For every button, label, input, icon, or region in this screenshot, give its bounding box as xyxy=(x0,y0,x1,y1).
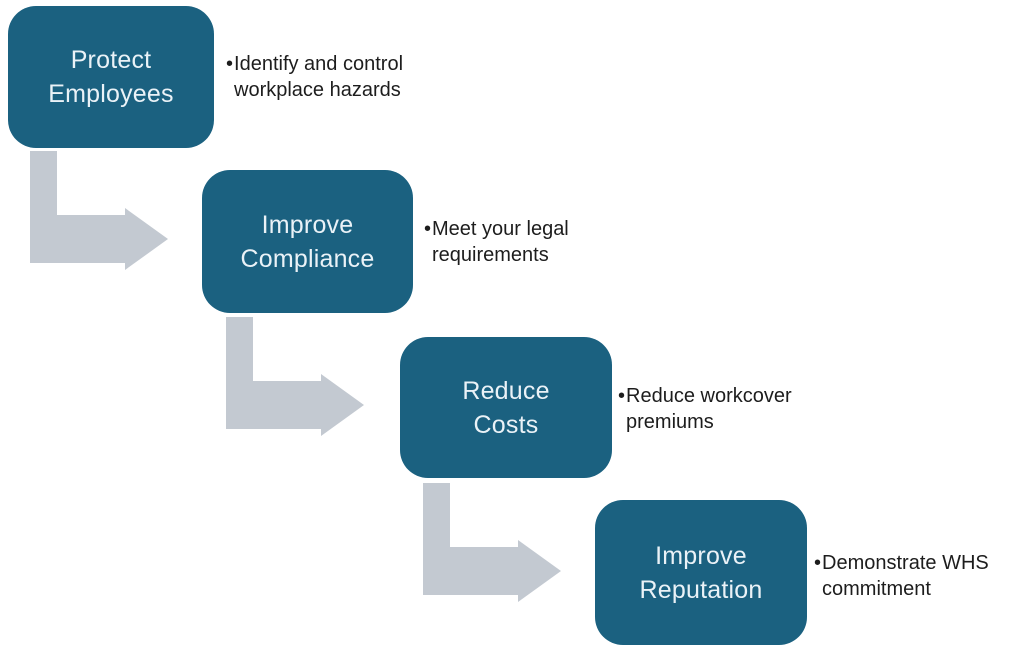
elbow-arrow-icon xyxy=(423,483,561,609)
step-bullet-protect-employees: • Identify and control workplace hazards xyxy=(226,51,403,103)
bullet-dot-icon: • xyxy=(226,53,234,75)
bullet-line: Demonstrate WHS xyxy=(822,552,989,574)
bullet-line: Meet your legal xyxy=(432,218,569,240)
bullet-line: Identify and control xyxy=(234,53,404,75)
bullet-text: Identify and control workplace hazards xyxy=(234,51,403,103)
step-title-line: Compliance xyxy=(240,244,375,273)
elbow-arrow-icon xyxy=(226,317,364,443)
bullet-dot-icon: • xyxy=(618,385,626,407)
step-box-protect-employees: Protect Employees xyxy=(8,6,214,148)
step-box-reduce-costs: Reduce Costs xyxy=(400,337,612,478)
bullet-dot-icon: • xyxy=(814,552,822,574)
step-title-line: Reputation xyxy=(639,575,763,604)
bullet-line: premiums xyxy=(626,411,714,433)
step-title-line: Employees xyxy=(48,80,174,108)
step-bullet-improve-compliance: • Meet your legal requirements xyxy=(424,216,569,268)
bullet-line: Reduce workcover xyxy=(626,385,792,407)
bullet-text: Reduce workcover premiums xyxy=(626,383,792,435)
bullet-dot-icon: • xyxy=(424,218,432,240)
step-title-line: Improve xyxy=(261,210,354,239)
step-bullet-improve-reputation: • Demonstrate WHS commitment xyxy=(814,550,989,602)
bullet-line: requirements xyxy=(432,244,549,266)
step-box-improve-compliance: Improve Compliance xyxy=(202,170,413,313)
step-title-line: Reduce xyxy=(462,376,550,405)
elbow-arrow-icon xyxy=(30,151,168,277)
bullet-line: commitment xyxy=(822,578,931,600)
step-title-line: Improve xyxy=(655,541,747,570)
bullet-line: workplace hazards xyxy=(234,79,401,101)
bullet-text: Demonstrate WHS commitment xyxy=(822,550,989,602)
step-box-improve-reputation: Improve Reputation xyxy=(595,500,807,645)
step-title-line: Protect xyxy=(70,46,152,74)
bullet-text: Meet your legal requirements xyxy=(432,216,569,268)
step-title-line: Costs xyxy=(473,410,539,439)
step-bullet-reduce-costs: • Reduce workcover premiums xyxy=(618,383,792,435)
